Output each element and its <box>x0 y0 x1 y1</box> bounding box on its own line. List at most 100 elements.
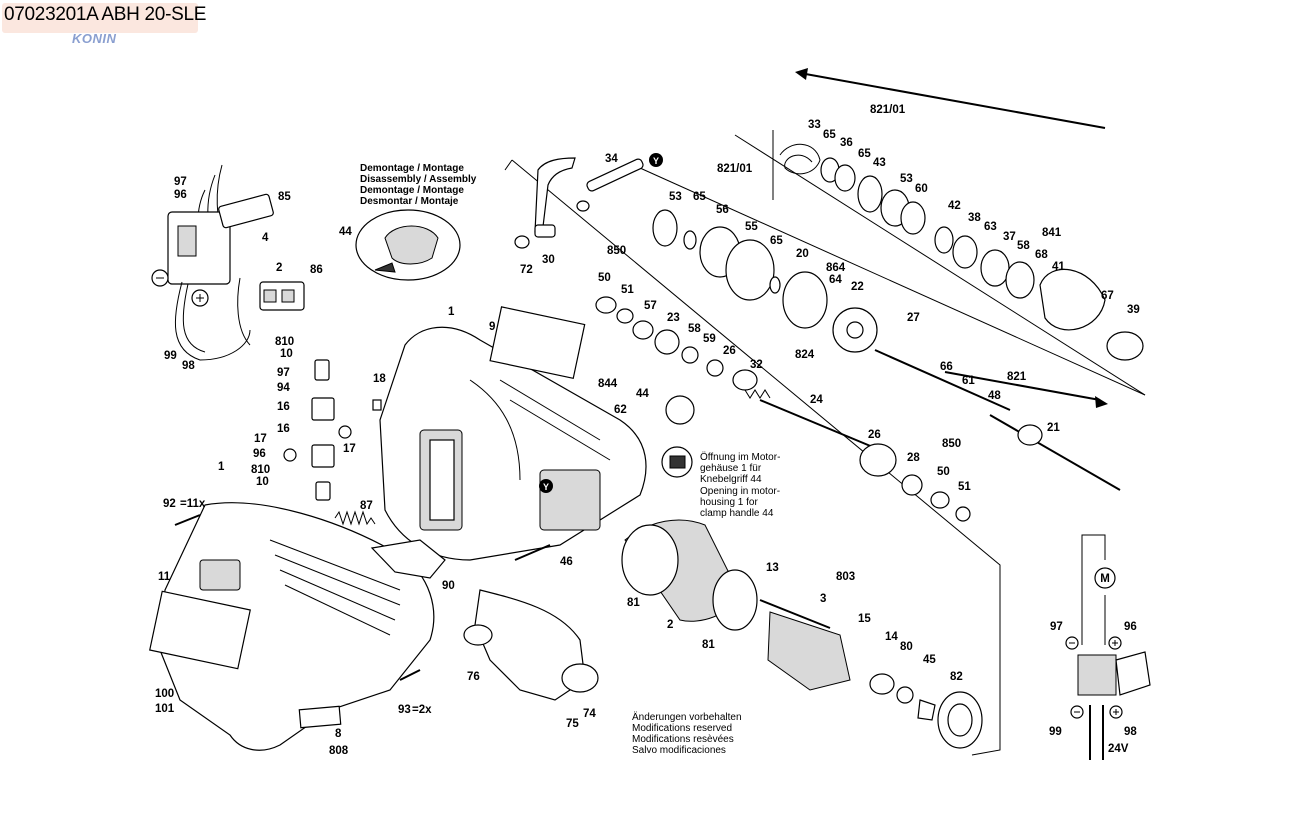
part-number-label: 56 <box>716 204 729 216</box>
part-number-label: 38 <box>968 212 981 224</box>
part-number-label: 21 <box>1047 422 1060 434</box>
part-number-label: 51 <box>621 284 634 296</box>
part-number-label: 821/01 <box>870 104 906 116</box>
part-number-label: 24 <box>810 394 823 406</box>
voltage-label: 24V <box>1108 743 1129 755</box>
brush-holders <box>283 359 382 501</box>
part-number-label: =11x <box>180 498 206 510</box>
gear-train <box>595 209 1121 522</box>
part-number-label: 4 <box>262 232 269 244</box>
watermark-highlight <box>2 3 198 33</box>
part-number-label: 82 <box>950 671 963 683</box>
housing-note-line: Öffnung im Motor- <box>700 451 780 463</box>
part-number-label: 99 <box>164 350 177 362</box>
part-number-label: 65 <box>693 191 706 203</box>
part-number-label: 821/01 <box>717 163 753 175</box>
part-number-label: 803 <box>836 571 855 583</box>
assembly-note-line: Demontage / Montage <box>360 185 464 196</box>
part-number-label: 87 <box>360 500 373 512</box>
part-number-label: 821 <box>1007 371 1027 383</box>
part-number-label: 9 <box>489 321 495 333</box>
assembly-note: Demontage / Montage Disassembly / Assemb… <box>360 163 477 207</box>
part-number-label: 41 <box>1052 261 1065 273</box>
direction-arrows <box>795 68 1108 408</box>
part-number-label: 50 <box>598 272 611 284</box>
part-number-label: 74 <box>583 708 596 720</box>
part-number-label: 16 <box>277 423 290 435</box>
footer-note: Änderungen vorbehalten Modifications res… <box>632 711 742 756</box>
part-number-label: 1 <box>218 461 225 473</box>
part-number-label: 62 <box>614 404 627 416</box>
part-number-label: 810 <box>275 336 294 348</box>
part-number-label: 72 <box>520 264 533 276</box>
part-number-label: 27 <box>907 312 920 324</box>
part-number-label: 850 <box>942 438 961 450</box>
marker-y-mid-text: Y <box>543 482 549 492</box>
part-number-label: 39 <box>1127 304 1140 316</box>
part-number-label: 36 <box>840 137 853 149</box>
part-number-label: 33 <box>808 119 821 131</box>
marker-y-top-text: Y <box>653 156 659 166</box>
part-number-label: 80 <box>900 641 913 653</box>
part-number-label: 64 <box>829 274 842 286</box>
part-number-label: 97 <box>277 367 290 379</box>
motor-symbol: M <box>1100 573 1110 585</box>
part-number-label: 2 <box>276 262 282 274</box>
part-number-label: 17 <box>343 443 356 455</box>
marker-y-mid: Y <box>539 479 553 493</box>
document-title: 07023201A ABH 20-SLE <box>4 4 207 25</box>
part-number-label: 23 <box>667 312 680 324</box>
part-number-label: 97 <box>174 176 187 188</box>
part-number-label: 61 <box>962 375 975 387</box>
assembly-note-line: Desmontar / Montaje <box>360 196 459 207</box>
part-number-label: 844 <box>598 378 618 390</box>
part-number-label: 810 <box>251 464 270 476</box>
part-number-label: 75 <box>566 718 579 730</box>
part-number-label: 98 <box>1124 726 1137 738</box>
part-number-label: 96 <box>1124 621 1137 633</box>
chuck-assembly <box>779 143 1144 361</box>
part-number-label: 60 <box>915 183 928 195</box>
part-number-label: 57 <box>644 300 657 312</box>
part-number-label: 96 <box>253 448 266 460</box>
part-number-label: 46 <box>560 556 573 568</box>
part-number-label: 50 <box>937 466 950 478</box>
part-number-label: 58 <box>688 323 701 335</box>
part-number-label: 63 <box>984 221 997 233</box>
housing-note-line: housing 1 for <box>700 497 758 508</box>
part-number-label: 3 <box>820 593 826 605</box>
part-number-label: 48 <box>988 390 1001 402</box>
part-number-label: 30 <box>542 254 555 266</box>
fan-cover <box>937 691 983 749</box>
part-number-label: =2x <box>412 704 432 716</box>
part-number-label: 14 <box>885 631 898 643</box>
part-number-label: 10 <box>280 348 293 360</box>
part-number-label: 98 <box>182 360 195 372</box>
part-number-label: 67 <box>1101 290 1114 302</box>
part-number-label: 20 <box>796 248 809 260</box>
part-number-label: 11 <box>158 571 171 583</box>
part-number-label: 808 <box>329 745 349 757</box>
part-number-label: 34 <box>605 153 618 165</box>
part-number-label: 65 <box>858 148 871 160</box>
armature <box>759 599 936 721</box>
part-number-label: 10 <box>256 476 269 488</box>
part-number-label: 96 <box>174 189 187 201</box>
part-number-label: 53 <box>669 191 682 203</box>
housing-note-line: Opening in motor- <box>700 486 780 497</box>
part-number-label: 28 <box>907 452 920 464</box>
part-number-label: 97 <box>1050 621 1063 633</box>
part-number-label: 44 <box>339 226 352 238</box>
gasket <box>463 589 599 701</box>
footer-note-line: Modifications reserved <box>632 723 732 734</box>
frame-lines <box>504 130 1146 756</box>
footer-note-line: Modifications resèvées <box>632 734 734 745</box>
switch-assembly <box>167 164 305 361</box>
part-number-label: 76 <box>467 671 480 683</box>
assembly-note-line: Disassembly / Assembly <box>360 174 477 185</box>
part-number-label: 45 <box>923 654 936 666</box>
part-number-label: 53 <box>900 173 913 185</box>
part-number-label: 850 <box>607 245 626 257</box>
